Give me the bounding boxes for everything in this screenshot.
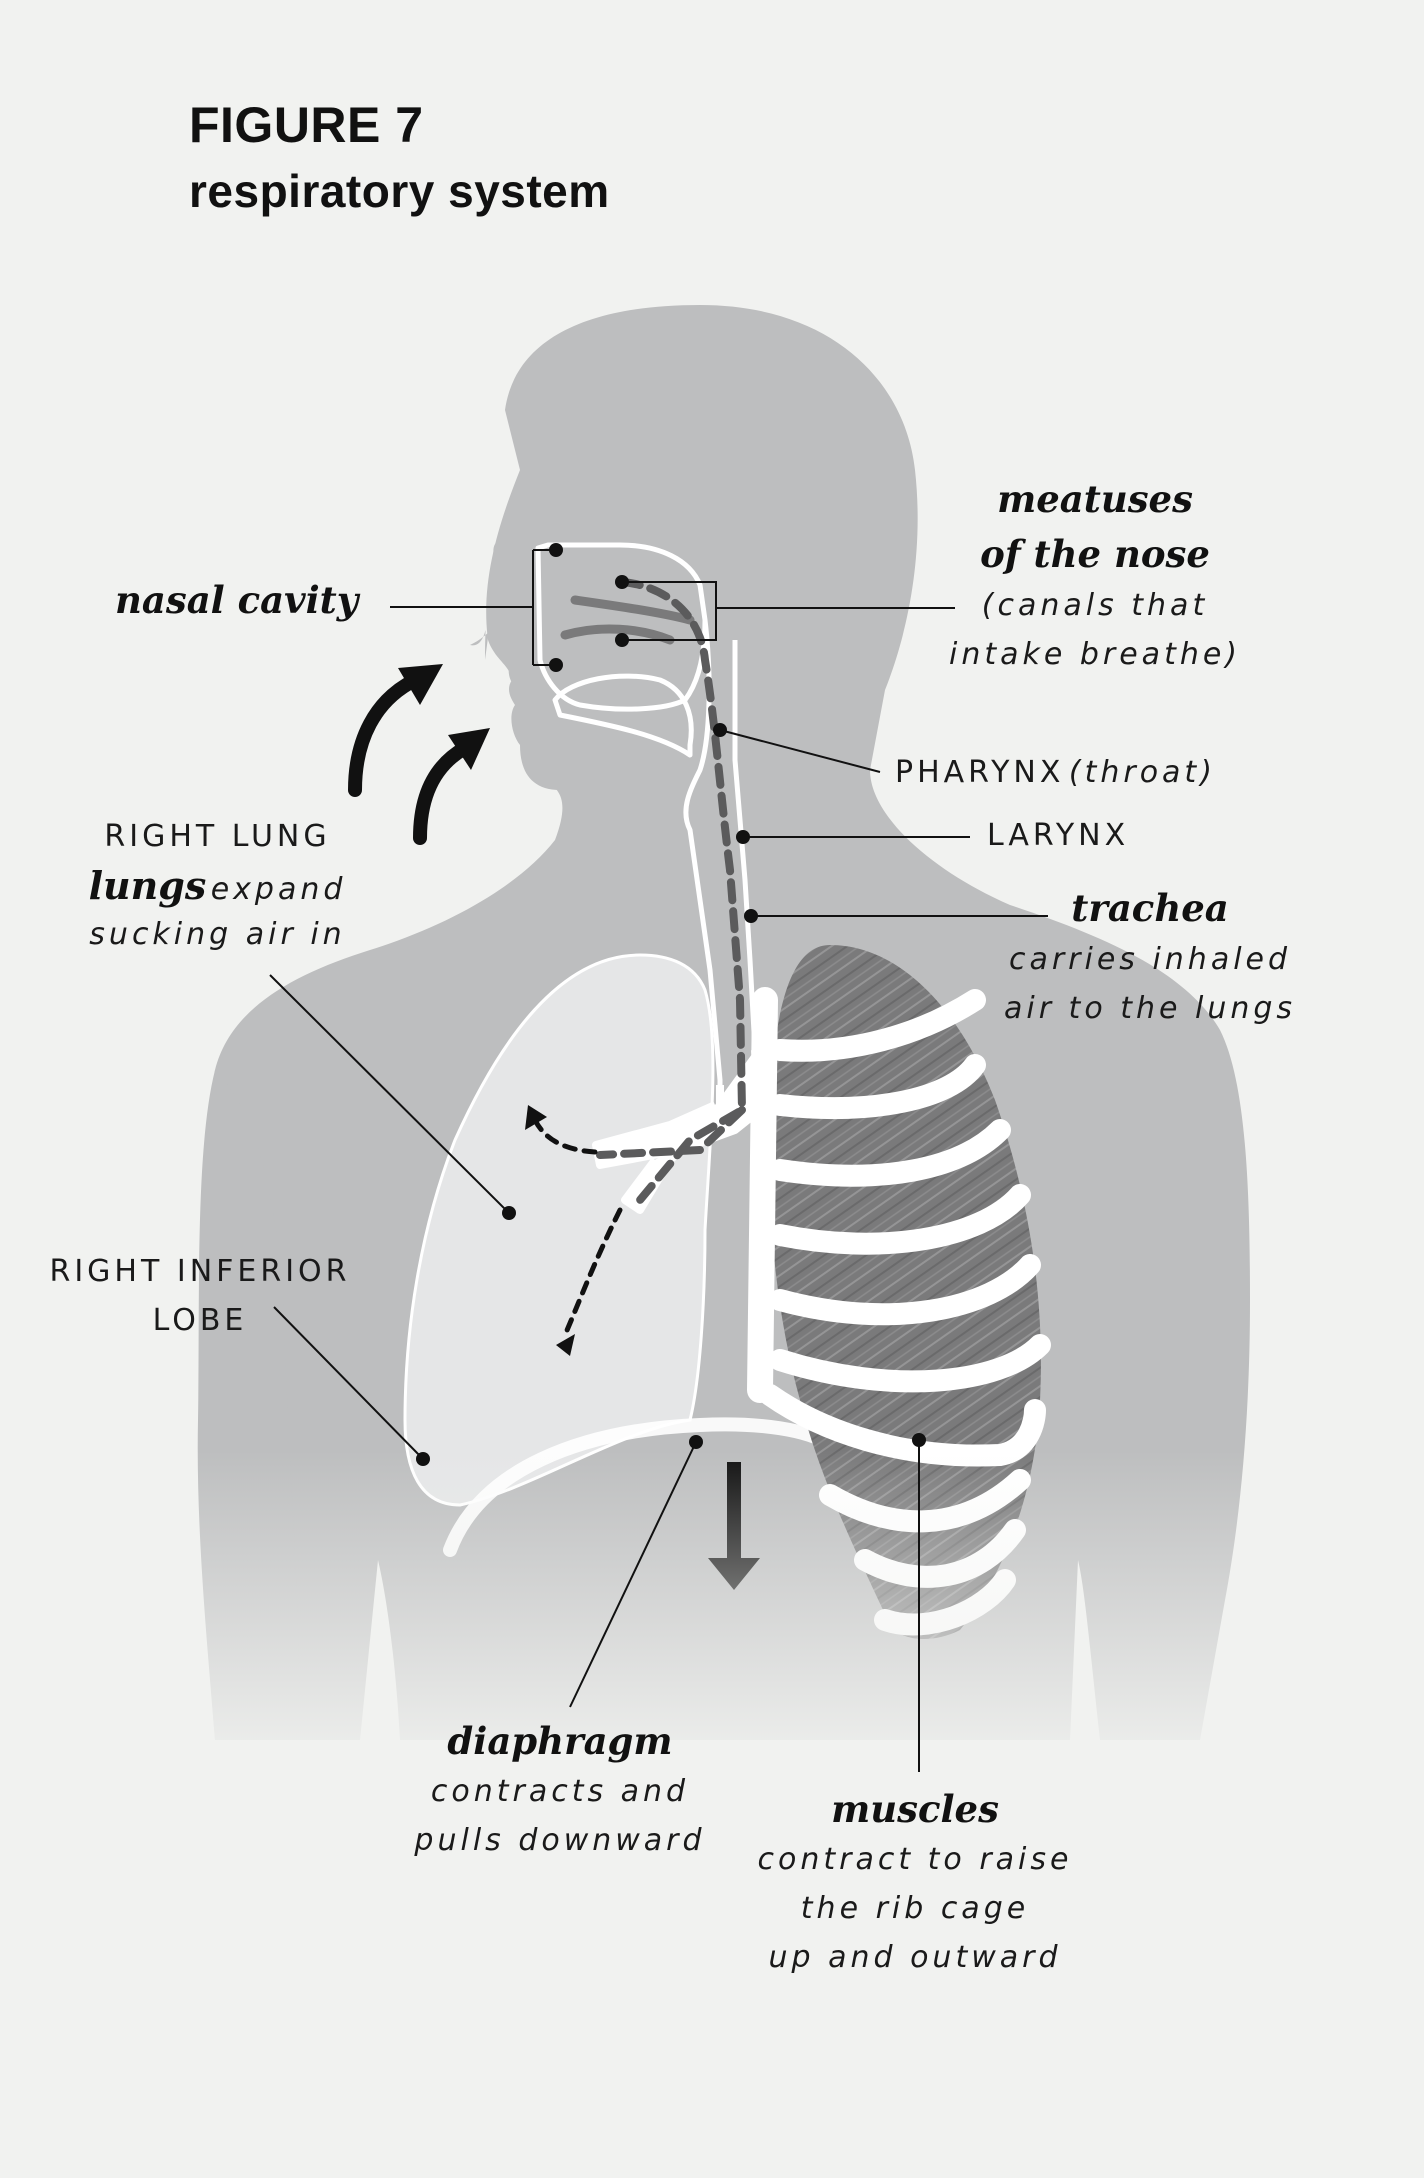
label-trachea: trachea carries inhaled air to the lungs	[1000, 890, 1300, 1024]
dot-pharynx	[713, 723, 727, 737]
meatuses-title-2: of the nose	[980, 532, 1210, 576]
rib-3	[769, 1119, 1011, 1187]
figure-title: FIGURE 7 respiratory system	[189, 92, 610, 222]
dot-lungs	[502, 1206, 516, 1220]
rib-5	[769, 1254, 1041, 1326]
leader-meatuses	[622, 581, 955, 641]
dot-larynx	[736, 830, 750, 844]
air-flow-arrows	[532, 1117, 623, 1338]
air-flow-arrowheads	[525, 1105, 575, 1356]
label-meatuses: meatuses of the nose (canals that intake…	[940, 481, 1250, 670]
pharynx-name: PHARYNX	[895, 755, 1065, 790]
meatuses-desc-2: intake breathe)	[948, 637, 1242, 672]
leader-inferior	[273, 1306, 424, 1460]
meatuses-desc-1: (canals that	[981, 588, 1209, 623]
lungs-line: lungs expand	[75, 867, 360, 905]
bottom-fade	[0, 1450, 1424, 1780]
leader-pharynx	[719, 729, 881, 773]
face-profile	[486, 470, 600, 790]
trachea-desc-1: carries inhaled	[1008, 942, 1292, 977]
right-inferior-1: RIGHT INFERIOR	[49, 1254, 351, 1289]
label-nasal-cavity: nasal cavity	[115, 578, 359, 622]
label-larynx: LARYNX	[987, 818, 1130, 853]
diaphragm-desc-2: pulls downward	[414, 1823, 706, 1858]
muscles-desc-2: the rib cage	[800, 1891, 1030, 1926]
pharynx-note: (throat)	[1068, 755, 1216, 790]
inhale-arrowheads	[398, 664, 490, 770]
dot-meatus-bottom	[615, 633, 629, 647]
figure-subtitle: respiratory system	[189, 164, 610, 217]
palate-outline	[552, 673, 694, 758]
sternum	[747, 987, 778, 1403]
pharynx-outline	[683, 619, 758, 1130]
inhale-arrows	[348, 673, 472, 845]
lungs-desc-2: sucking air in	[89, 917, 346, 952]
diaphragm-title: diaphragm	[447, 1719, 673, 1763]
dot-meatus-top	[615, 575, 629, 589]
leader-lungs	[269, 974, 510, 1214]
muscles-desc-1: contract to raise	[757, 1842, 1073, 1877]
lungs-bold: lungs	[88, 863, 207, 908]
trachea-desc-2: air to the lungs	[1003, 991, 1297, 1026]
rib-2	[769, 1054, 986, 1120]
label-muscles: muscles contract to raise the rib cage u…	[755, 1791, 1075, 1973]
label-right-inferior-lobe: RIGHT INFERIOR LOBE	[40, 1257, 360, 1336]
label-diaphragm: diaphragm contracts and pulls downward	[410, 1723, 710, 1856]
figure-number: FIGURE 7	[189, 97, 424, 153]
right-lung-name: RIGHT LUNG	[104, 819, 331, 854]
muscles-desc-3: up and outward	[768, 1940, 1062, 1975]
label-right-lung: RIGHT LUNG lungs expand sucking air in	[75, 822, 360, 950]
dot-diaphragm	[689, 1435, 703, 1449]
dot-muscles	[912, 1433, 926, 1447]
meatuses-title-1: meatuses	[997, 477, 1193, 521]
right-inferior-2: LOBE	[152, 1303, 248, 1338]
leader-diaphragm	[569, 1441, 697, 1708]
trachea-title: trachea	[1071, 886, 1229, 930]
dot-nasal-top	[549, 543, 563, 557]
lungs-desc-1: expand	[210, 872, 347, 907]
muscles-title: muscles	[831, 1787, 999, 1831]
rib-6	[769, 1334, 1051, 1393]
rib-4	[769, 1184, 1031, 1255]
dot-nasal-bottom	[549, 658, 563, 672]
leader-nasal	[390, 549, 556, 666]
diaphragm-desc-1: contracts and	[430, 1774, 690, 1809]
leader-dots	[416, 543, 926, 1466]
air-path	[596, 578, 747, 1204]
meatuses-lines	[560, 595, 695, 645]
dot-inferior	[416, 1452, 430, 1466]
dot-trachea	[744, 909, 758, 923]
rib-1	[769, 989, 986, 1062]
leader-lines	[269, 549, 1048, 1772]
label-pharynx: PHARYNX (throat)	[895, 758, 1216, 788]
